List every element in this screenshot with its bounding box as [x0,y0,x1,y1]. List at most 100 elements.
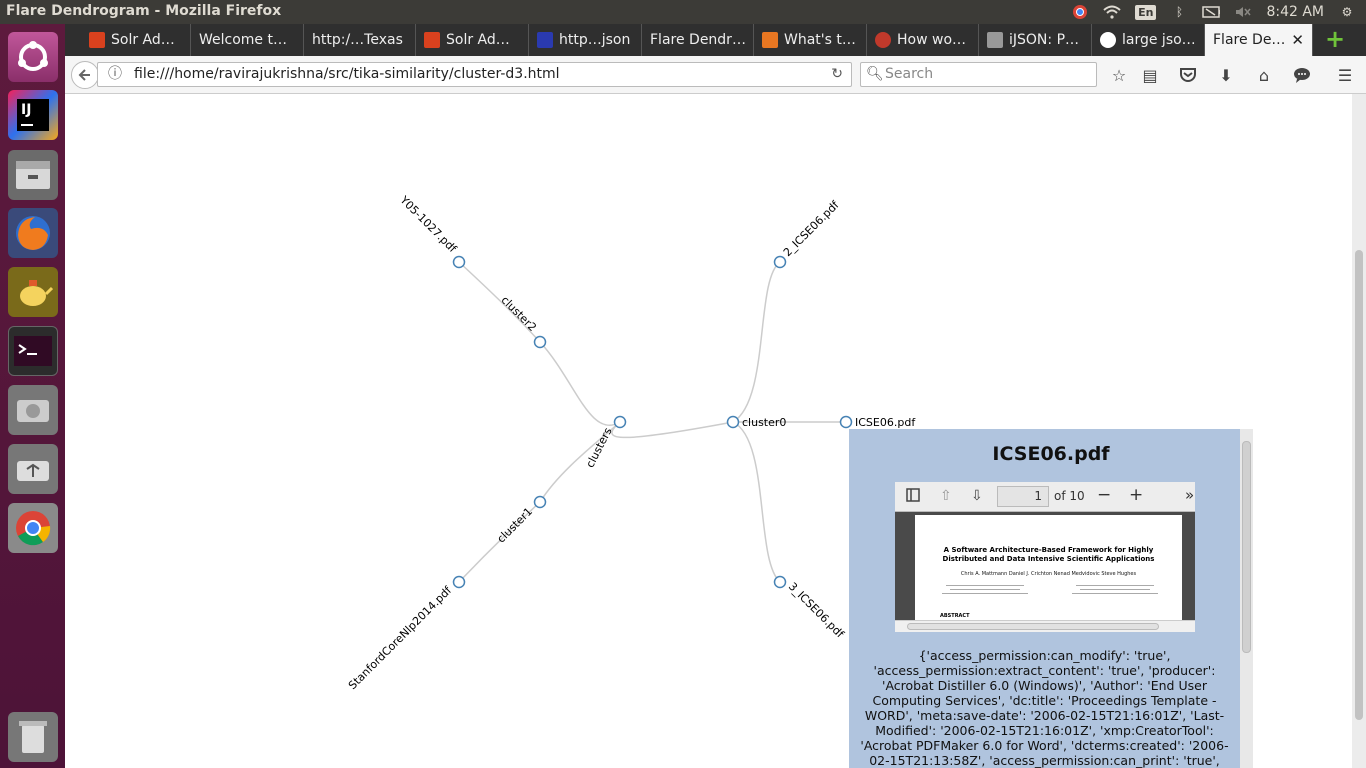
link-cluster0-3icse [732,421,781,583]
clock[interactable]: 8:42 AM [1266,4,1324,20]
page-scrollbar-thumb[interactable] [1355,250,1363,720]
document-preview-popup: ICSE06.pdf ⇧ ⇩ 1 of 10 − + » A Software … [849,429,1253,768]
close-tab-icon[interactable]: ✕ [1291,31,1304,49]
reload-icon[interactable]: ↻ [831,66,843,82]
page-count: of 10 [1054,489,1085,503]
files-manager-icon[interactable] [8,150,58,200]
system-top-bar: Flare Dendrogram - Mozilla Firefox En ᛒ … [0,0,1366,24]
download-icon[interactable]: ⬇ [1219,65,1233,85]
pdf-page-preview: A Software Architecture-Based Framework … [915,515,1182,620]
more-tools-icon[interactable]: » [1185,486,1195,504]
previous-page-icon[interactable]: ⇧ [940,488,952,504]
trash-icon[interactable] [8,712,58,762]
pdf-affiliation-left [940,582,1030,604]
battery-icon[interactable] [1202,4,1221,20]
tab-whats[interactable]: What's t… [754,24,867,56]
tab-solr-admin-1[interactable]: Solr Ad… [81,24,191,56]
usb-drive-icon[interactable] [8,444,58,494]
volume-muted-icon[interactable] [1234,4,1252,20]
label-icse: ICSE06.pdf [855,416,916,429]
back-arrow-icon [78,69,90,81]
node-root[interactable] [613,415,627,429]
firefox-icon[interactable] [8,208,58,258]
new-tab-button[interactable]: + [1324,25,1346,53]
settings-gear-icon[interactable]: ⚙ [1341,5,1353,19]
node-cluster1[interactable] [533,495,547,509]
node-stanford[interactable] [452,575,466,589]
label-2icse: 2_ICSE06.pdf [781,198,842,259]
back-button[interactable] [71,61,99,89]
pdf-viewer[interactable]: ⇧ ⇩ 1 of 10 − + » A Software Architectur… [895,482,1195,632]
launcher-sidebar: IJ [0,24,65,768]
pdf-hscrollbar[interactable] [895,620,1195,632]
zoom-out-icon[interactable]: − [1097,485,1112,505]
search-input[interactable]: 🔍︎ Search [860,62,1097,87]
page-scrollbar[interactable] [1352,94,1366,768]
url-text[interactable]: file:///home/ravirajukrishna/src/tika-si… [134,66,560,82]
tab-flare-dendrogram-1[interactable]: Flare Dendr… [642,24,754,56]
node-cluster2[interactable] [533,335,547,349]
reading-list-icon[interactable]: ▤ [1142,65,1158,85]
pdf-affiliation-right [1070,582,1160,604]
page-number-input[interactable]: 1 [997,486,1049,507]
link-root-cluster1 [539,421,621,503]
site-favicon-icon [875,32,891,48]
node-y05[interactable] [452,255,466,269]
disk-drive-icon[interactable] [8,385,58,435]
system-tray: En ᛒ 8:42 AM ⚙ [1071,0,1366,24]
zoom-in-icon[interactable]: + [1129,485,1144,505]
navigation-bar: ⓘ file:///home/ravirajukrishna/src/tika-… [65,56,1366,94]
tab-texas[interactable]: http:/…Texas [304,24,416,56]
json-favicon-icon [537,32,553,48]
tab-flare-dendrogram-active[interactable]: Flare De…✕ [1205,24,1313,56]
sidebar-toggle-icon[interactable] [906,488,920,505]
tab-large-json[interactable]: large jso… [1092,24,1205,56]
node-icse[interactable] [839,415,853,429]
solr-favicon-icon [89,32,105,48]
terminal-icon[interactable] [8,326,58,376]
chrome-indicator-icon[interactable] [1071,4,1089,20]
node-3icse[interactable] [773,575,787,589]
node-cluster0[interactable] [726,415,740,429]
hamburger-menu-icon[interactable]: ☰ [1337,65,1353,85]
label-stanford: StanfordCoreNlp2014.pdf [346,583,455,692]
pdf-toolbar: ⇧ ⇩ 1 of 10 − + » [895,482,1195,512]
chat-icon[interactable] [1291,64,1313,86]
label-cluster2: cluster2 [498,294,539,335]
popup-scrollbar-thumb[interactable] [1242,441,1251,653]
link-root-cluster2 [539,341,621,426]
solr-favicon-icon [424,32,440,48]
intellij-idea-icon[interactable]: IJ [8,90,58,140]
bookmark-star-icon[interactable]: ☆ [1111,65,1127,85]
google-favicon-icon [1100,32,1116,48]
label-3icse: 3_ICSE06.pdf [786,580,847,641]
label-cluster1: cluster1 [495,505,536,546]
pocket-icon[interactable] [1177,64,1199,86]
bluetooth-icon[interactable]: ᛒ [1175,5,1184,19]
popup-title: ICSE06.pdf [992,443,1110,465]
tab-ijson[interactable]: iJSON: P… [979,24,1092,56]
pdf-doc-title-2: Distributed and Data Intensive Scientifi… [942,555,1155,563]
site-info-icon[interactable]: ⓘ [108,66,122,82]
tab-welcome[interactable]: Welcome t… [191,24,304,56]
pdf-authors: Chris A. Mattmann Daniel J. Crichton Nen… [960,571,1137,577]
ubuntu-dash-icon[interactable] [8,32,58,82]
dendrogram-svg: Y05-1027.pdf cluster2 clusters cluster1 … [346,193,916,692]
chrome-icon[interactable] [8,503,58,553]
tab-solr-admin-2[interactable]: Solr Ad… [416,24,529,56]
url-bar[interactable]: ⓘ file:///home/ravirajukrishna/src/tika-… [97,62,852,87]
pdf-abstract-label: ABSTRACT [940,613,970,619]
teapot-app-icon[interactable] [8,267,58,317]
pdf-hscrollbar-thumb[interactable] [907,623,1159,630]
popup-scrollbar[interactable] [1240,429,1253,768]
tab-strip: Solr Ad… Welcome t… http:/…Texas Solr Ad… [65,24,1366,56]
keyboard-layout-indicator[interactable]: En [1135,4,1157,20]
node-2icse[interactable] [773,255,787,269]
wifi-icon[interactable] [1103,4,1121,20]
next-page-icon[interactable]: ⇩ [971,488,983,504]
tab-how-works[interactable]: How wo… [867,24,979,56]
link-cluster0-2icse [732,261,781,423]
home-icon[interactable]: ⌂ [1258,65,1270,85]
search-icon: 🔍︎ [866,66,884,82]
tab-json[interactable]: http…json [529,24,642,56]
